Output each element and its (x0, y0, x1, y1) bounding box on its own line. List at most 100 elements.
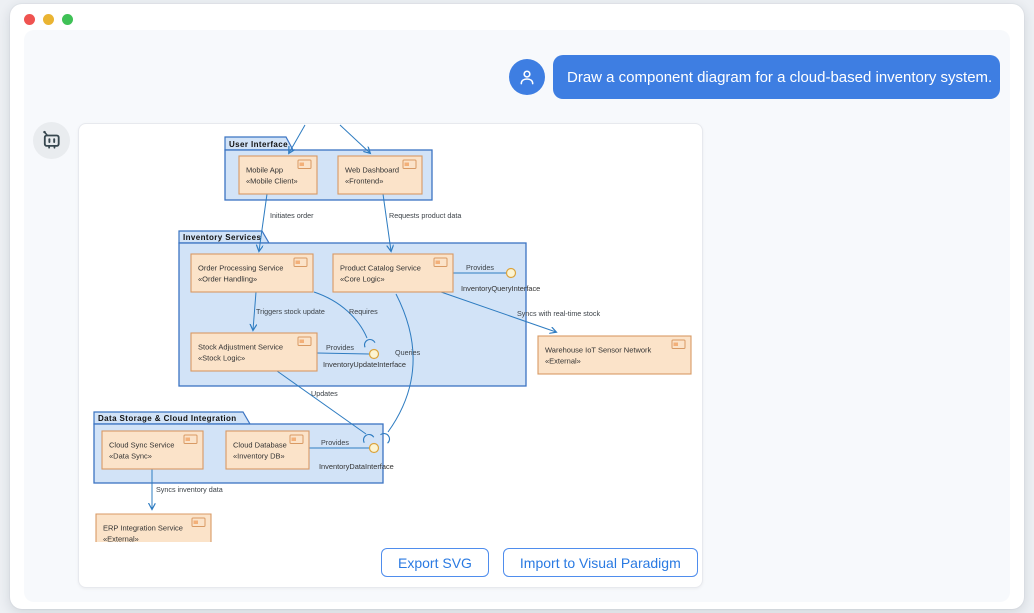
component-icon-tab (295, 260, 300, 264)
edge-label: Syncs inventory data (156, 485, 223, 494)
component-icon-tab (193, 520, 198, 524)
component-icon (183, 434, 198, 444)
component-name: Stock Adjustment Service (198, 343, 283, 352)
edge-label: Initiates order (270, 211, 314, 220)
component-icon (297, 159, 312, 169)
edge-line (253, 291, 256, 330)
component-warehouse-iot: Warehouse IoT Sensor Network «External» (537, 335, 692, 375)
required-interface-socket (363, 433, 375, 444)
import-visual-paradigm-button[interactable]: Import to Visual Paradigm (502, 548, 698, 577)
export-svg-button[interactable]: Export SVG (381, 548, 489, 577)
component-erp-integration: ERP Integration Service «External» (95, 513, 212, 544)
provides-label: Provides (326, 343, 354, 352)
edge-label: Queries (395, 348, 421, 357)
provides-label: Provides (321, 438, 349, 447)
edge-queries: Queries (380, 293, 421, 444)
component-product-catalog: Product Catalog Service «Core Logic» (332, 253, 454, 293)
edge-label: Triggers stock update (256, 307, 325, 316)
component-name: Warehouse IoT Sensor Network (545, 346, 652, 355)
component-icon (191, 517, 206, 527)
required-interface-socket (363, 338, 376, 348)
component-stereotype: «Data Sync» (109, 452, 152, 461)
component-name: Order Processing Service (198, 264, 283, 273)
component-icon (289, 434, 304, 444)
edge-syncs-realtime: Syncs with real-time stock (440, 291, 600, 332)
user-message-bubble: Draw a component diagram for a cloud-bas… (553, 55, 1000, 99)
person-icon (520, 70, 534, 85)
content-panel: Draw a component diagram for a cloud-bas… (24, 30, 1010, 602)
component-name: Product Catalog Service (340, 264, 421, 273)
interface-ball (368, 442, 380, 454)
bot-avatar (33, 122, 70, 159)
component-name: Cloud Database (233, 441, 287, 450)
component-name: Web Dashboard (345, 166, 399, 175)
robot-icon (43, 130, 60, 149)
component-stereotype: «Stock Logic» (198, 354, 245, 363)
edge-label: Requires (349, 307, 378, 316)
component-icon-tab (291, 437, 296, 441)
component-icon-tab (299, 339, 304, 343)
component-stereotype: «Order Handling» (198, 275, 257, 284)
component-border (95, 513, 212, 542)
interface-line (316, 352, 370, 355)
component-web-dashboard: Web Dashboard «Frontend» (337, 155, 423, 195)
component-stereotype: «External» (545, 357, 581, 366)
component-stock-adjustment: Stock Adjustment Service «Stock Logic» (190, 332, 318, 372)
component-icon (297, 336, 312, 346)
maximize-window-button[interactable] (62, 13, 73, 25)
component-icon (671, 339, 686, 349)
component-icon (433, 257, 448, 267)
edge-line (382, 193, 391, 251)
edge-line (276, 370, 367, 435)
edge-initiates-order: Initiates order (259, 193, 314, 251)
diagram-actions: Export SVG Import to Visual Paradigm (381, 548, 698, 577)
component-stereotype: «Mobile Client» (246, 177, 298, 186)
edge-line (339, 124, 370, 153)
edge-requests-product-data: Requests product data (382, 193, 461, 251)
component-cloud-sync: Cloud Sync Service «Data Sync» (101, 430, 204, 470)
component-stereotype: «Frontend» (345, 177, 383, 186)
edge-requires: Requires (313, 291, 378, 348)
component-icon (293, 257, 308, 267)
edge-line (387, 293, 414, 433)
edge-label: Requests product data (389, 211, 461, 220)
package-label: Data Storage & Cloud Integration (98, 414, 237, 423)
interface-name: InventoryDataInterface (319, 462, 394, 471)
required-interface-socket (380, 433, 390, 444)
package-label: User Interface (229, 140, 288, 149)
interface-ball (505, 267, 517, 279)
edge-label: Updates (311, 389, 338, 398)
edge-updates: Updates (276, 370, 375, 444)
minimize-window-button[interactable] (43, 13, 54, 25)
edge-line (259, 193, 268, 251)
edge-triggers-stock-update: Triggers stock update (253, 291, 325, 330)
interface-ball (368, 348, 380, 360)
component-stereotype: «External» (103, 535, 139, 544)
edge-actor-to-mobile (289, 124, 306, 153)
window-titlebar (10, 4, 1024, 34)
provides-label: Provides (466, 263, 494, 272)
package-label: Inventory Services (183, 233, 261, 242)
edge-label: Syncs with real-time stock (517, 309, 600, 318)
component-box (190, 332, 318, 372)
close-window-button[interactable] (24, 13, 35, 25)
component-stereotype: «Core Logic» (340, 275, 385, 284)
interface-name: InventoryUpdateInterface (323, 360, 406, 369)
component-box (190, 253, 314, 293)
app-window: Draw a component diagram for a cloud-bas… (10, 4, 1024, 609)
component-box (332, 253, 454, 293)
edge-syncs-inventory-data: Syncs inventory data (152, 469, 223, 509)
user-avatar (509, 59, 545, 95)
interface-name: InventoryQueryInterface (461, 284, 540, 293)
component-icon-tab (299, 162, 304, 166)
component-name: Cloud Sync Service (109, 441, 174, 450)
edge-line (289, 124, 306, 153)
component-name: ERP Integration Service (103, 524, 183, 533)
component-cloud-database: Cloud Database«Inventory DB» (225, 430, 310, 470)
component-icon (402, 159, 417, 169)
